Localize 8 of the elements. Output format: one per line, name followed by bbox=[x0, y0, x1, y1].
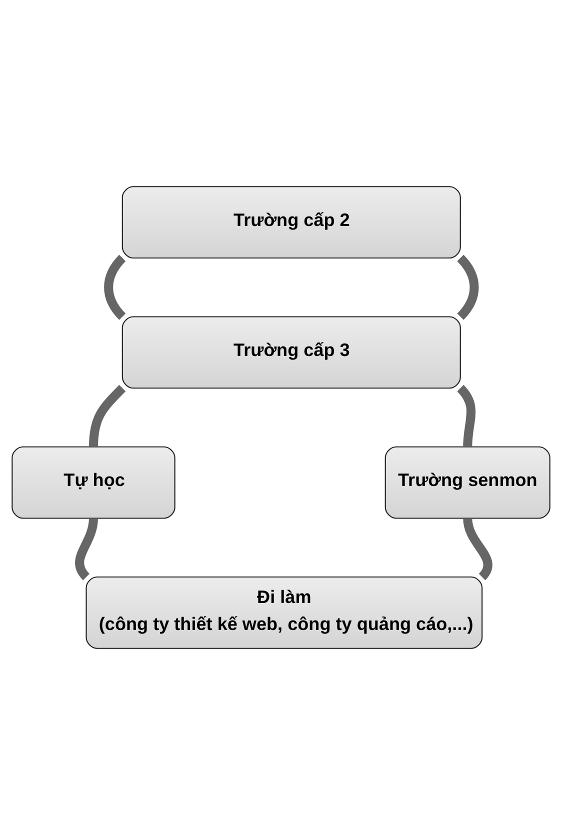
node-box: Trường cấp 2 bbox=[122, 186, 461, 259]
connector bbox=[75, 518, 98, 580]
node-box: Tự học bbox=[12, 446, 176, 519]
node-box: Trường cấp 3 bbox=[122, 316, 461, 389]
node-box: Trường senmon bbox=[384, 446, 550, 519]
node-box: Đi làm (công ty thiết kế web, công ty quảng cáo,...) bbox=[86, 576, 483, 649]
connector bbox=[88, 384, 126, 447]
connector bbox=[457, 385, 476, 448]
